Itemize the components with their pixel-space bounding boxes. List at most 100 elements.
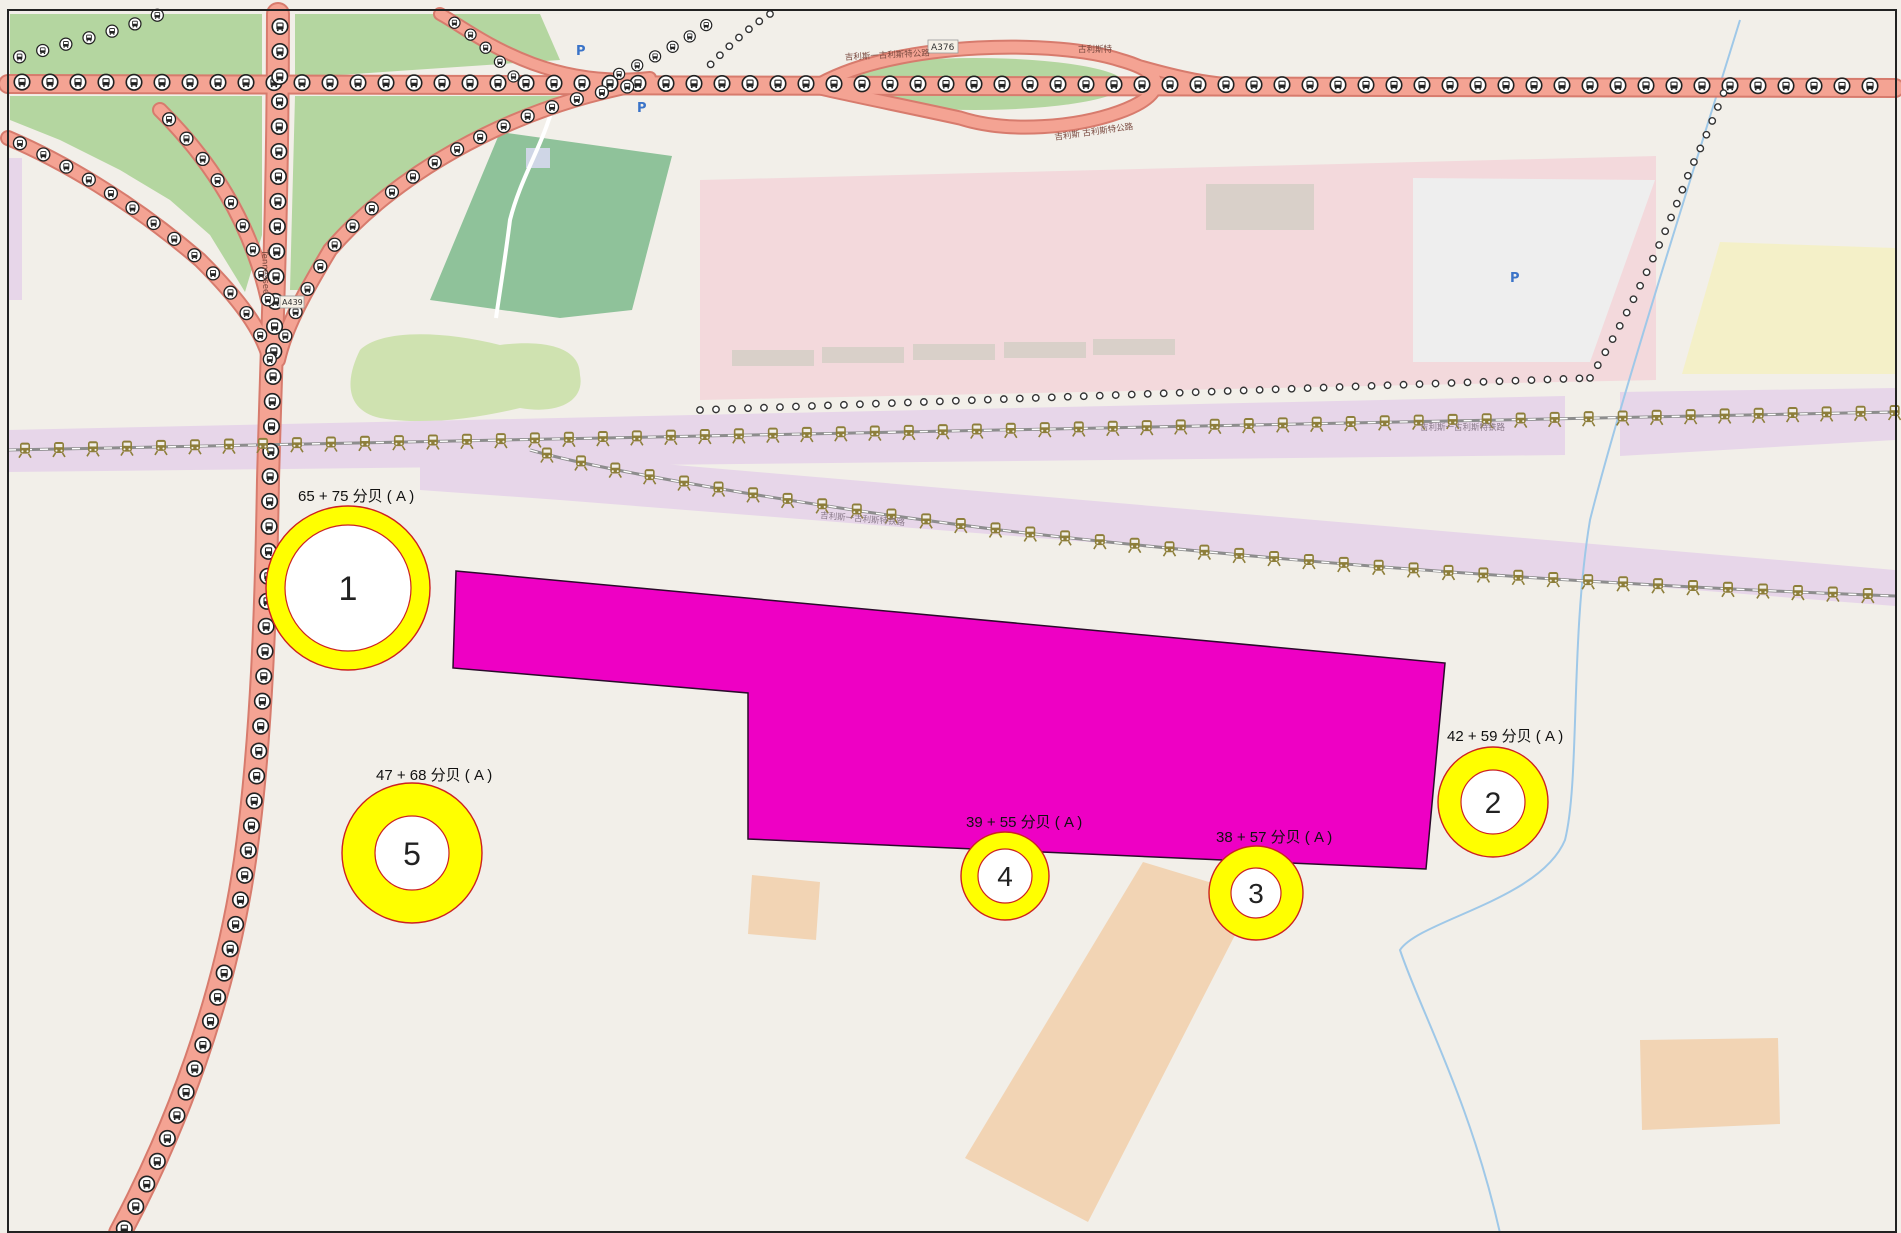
service-road-dot	[1690, 158, 1698, 166]
bus-stop-icon	[1245, 76, 1263, 94]
service-road-dot	[919, 398, 928, 406]
marker-noise-label: 47 + 68 分贝 ( A )	[376, 767, 492, 784]
bus-stop-icon	[349, 74, 367, 92]
noise-marker-4[interactable]: 4 39 + 55 分贝 ( A )	[960, 814, 1082, 921]
bus-stop-icon	[364, 201, 379, 216]
rail-name-label: 吉利斯一古利斯特铁路	[1420, 422, 1506, 433]
bus-stop-icon	[327, 237, 342, 252]
bus-stop-icon	[461, 74, 479, 92]
bus-stop-icon	[271, 67, 289, 86]
bus-stop-icon	[59, 159, 74, 174]
marker-core	[284, 524, 412, 652]
bus-stop-icon	[263, 392, 281, 410]
bus-stop-icon	[97, 73, 115, 91]
marker-noise-label: 38 + 57 分贝 ( A )	[1216, 829, 1332, 846]
service-road-dots-layer	[696, 10, 1728, 414]
bus-stop-icon	[209, 988, 227, 1006]
railway-corridor-branch	[420, 455, 1895, 606]
bus-stop-icon	[1777, 77, 1795, 95]
marker-core	[1230, 867, 1282, 919]
bus-stop-icon	[1581, 76, 1599, 94]
bus-stop-icon	[261, 467, 279, 485]
building	[822, 347, 904, 363]
noise-markers-layer: 1 65 + 75 分贝 ( A ) 2 42 + 59 分贝 ( A ) 3 …	[265, 488, 1563, 941]
noise-marker-5[interactable]: 5 47 + 68 分贝 ( A )	[341, 767, 492, 924]
scrub-area	[350, 334, 581, 422]
bus-stop-icon	[517, 74, 535, 92]
noise-marker-1[interactable]: 1 65 + 75 分贝 ( A )	[265, 488, 431, 671]
bus-stop-icon	[448, 16, 461, 29]
noise-marker-2[interactable]: 2 42 + 59 分贝 ( A )	[1437, 728, 1563, 858]
bus-stop-icon	[769, 75, 787, 93]
road	[2, 132, 276, 366]
bus-stop-icon	[433, 74, 451, 92]
bus-stop-icon	[464, 28, 477, 41]
parking-label: P	[637, 101, 647, 116]
bus-stop-icon	[1049, 75, 1067, 93]
service-road-dot	[1615, 322, 1624, 330]
bus-stop-icon	[797, 75, 815, 93]
bus-stop-icon	[1189, 75, 1207, 94]
marker-noise-label: 42 + 59 分贝 ( A )	[1447, 728, 1563, 745]
bus-stop-icon	[253, 692, 271, 710]
project-site-polygon	[452, 570, 1446, 870]
bus-stop-icon	[1637, 76, 1655, 95]
bus-stop-icon	[1329, 76, 1347, 94]
bus-stop-icon	[507, 70, 520, 83]
bus-stop-icon	[1161, 75, 1179, 94]
bus-stop-icon	[239, 305, 254, 321]
bus-stop-icon	[700, 18, 713, 32]
marker-core	[977, 848, 1033, 904]
bus-stop-icon	[69, 73, 87, 91]
railway-track-dash	[7, 411, 1896, 451]
bus-stop-icon	[713, 74, 731, 93]
bus-stop-icon	[1385, 76, 1403, 94]
service-road-dot	[1095, 391, 1104, 400]
route-label-a376: A376	[931, 43, 955, 53]
bus-stop-icon	[179, 131, 194, 146]
bus-stop-icon	[36, 147, 51, 162]
service-road-dot	[1601, 348, 1610, 357]
service-road-dot	[1415, 380, 1424, 389]
service-road-dot	[1608, 335, 1617, 344]
bus-stop-icon	[257, 617, 275, 635]
bus-stop-icon	[1469, 76, 1487, 94]
bus-stop-icon	[167, 231, 182, 246]
service-road-dot	[871, 399, 880, 408]
bus-stop-icon	[146, 215, 161, 231]
bus-stop-icon	[1105, 75, 1123, 93]
buildings-layer	[526, 148, 1780, 1222]
parking-label: P	[1510, 271, 1520, 286]
marker-noise-label: 39 + 55 分贝 ( A )	[966, 814, 1082, 831]
bus-stop-icon	[479, 41, 492, 54]
bus-stop-icon	[201, 1012, 220, 1030]
service-road-dot	[1527, 376, 1536, 385]
bus-stop-icon	[881, 75, 899, 93]
bus-stop-icon	[231, 891, 250, 909]
service-road-dot	[1636, 281, 1645, 290]
bus-stop-icon	[300, 281, 315, 297]
service-road-dot	[1655, 241, 1664, 249]
service-road-dot	[1271, 385, 1280, 394]
service-road-dot	[1667, 213, 1675, 222]
bus-stop-icon	[237, 73, 255, 92]
service-road-dot	[983, 395, 992, 404]
noise-marker-3[interactable]: 3 38 + 57 分贝 ( A )	[1208, 829, 1332, 941]
landuse-strip-left	[8, 158, 22, 300]
service-road-dot	[1642, 268, 1651, 277]
bus-stop-icon	[493, 55, 507, 68]
service-road-dot	[1351, 382, 1360, 391]
planned-footprint	[1640, 1038, 1780, 1130]
service-road-dot	[1672, 199, 1681, 208]
bus-stop-icon	[41, 73, 59, 91]
bus-stop-icon	[648, 50, 662, 63]
bus-stop-icon	[250, 742, 268, 760]
map-frame	[7, 9, 1897, 1233]
building	[913, 344, 995, 360]
service-road-dot	[935, 397, 944, 406]
marker-number: 3	[1248, 878, 1264, 909]
service-road-dot	[1079, 392, 1088, 401]
bus-stop-icon	[345, 218, 360, 234]
bus-stop-icon	[195, 151, 210, 167]
